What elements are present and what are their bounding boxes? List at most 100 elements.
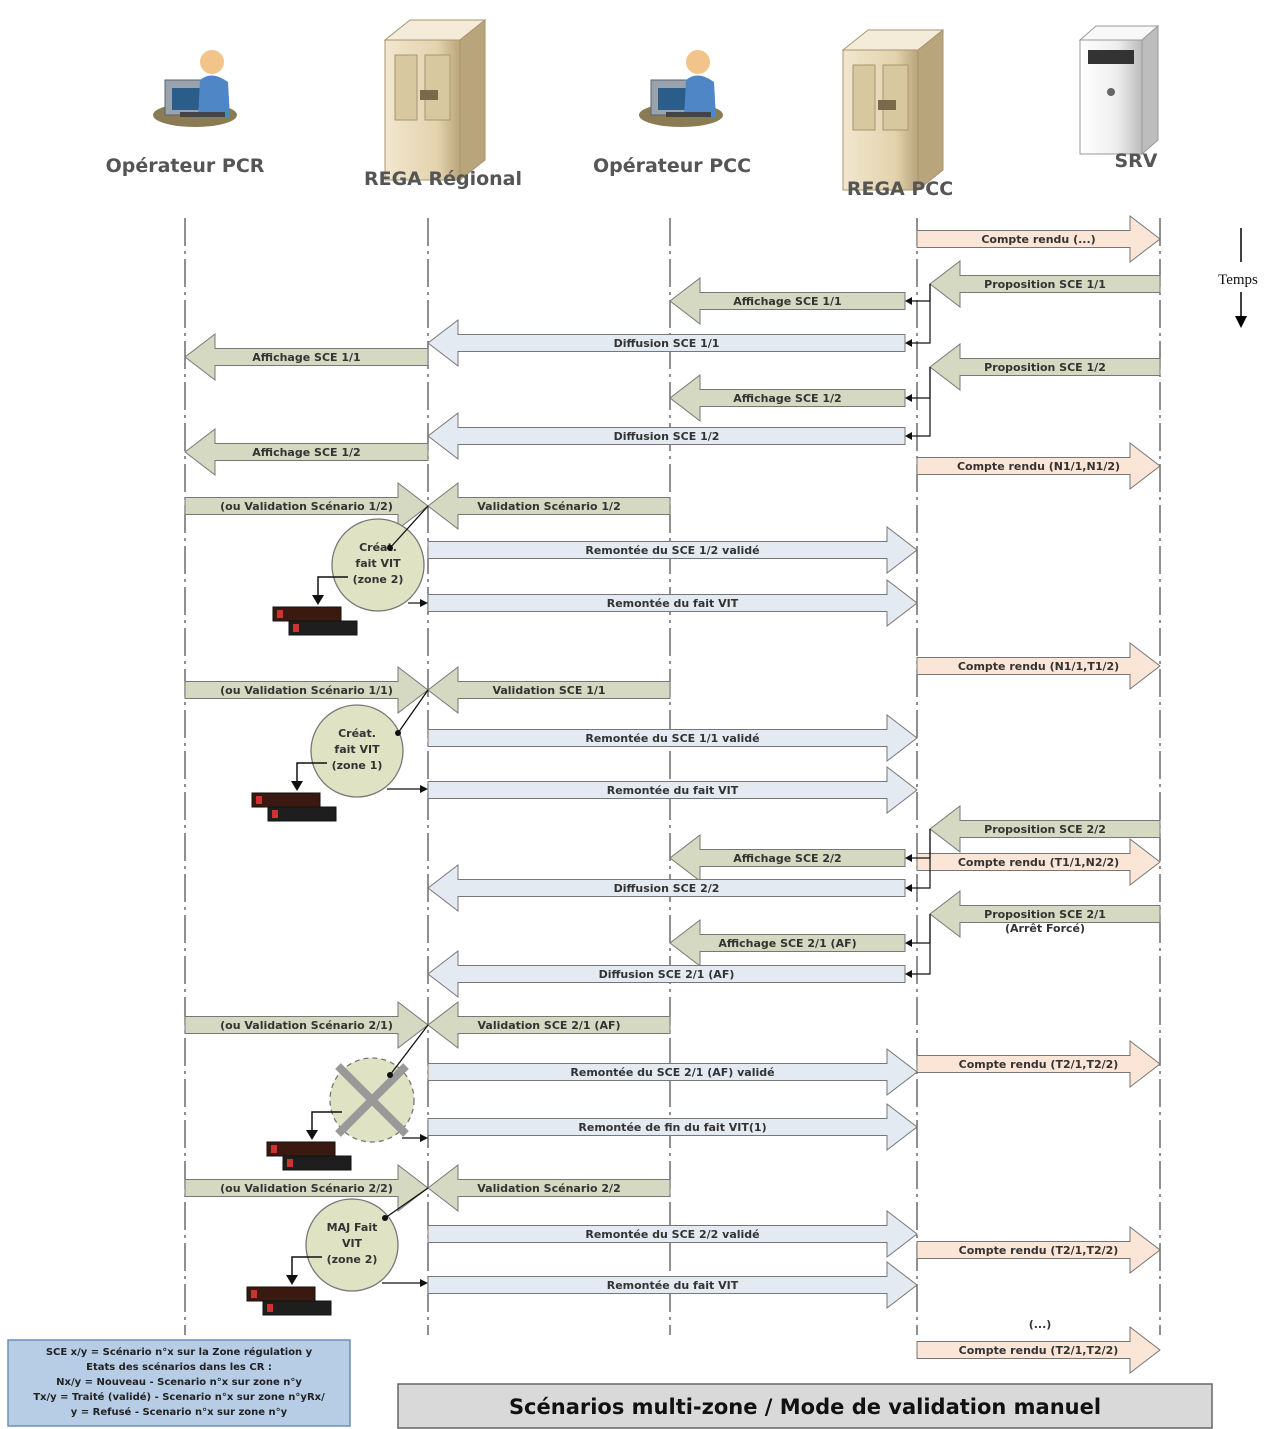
process-circle [305,1198,399,1292]
message-label: Affichage SCE 1/1 [733,295,841,308]
message-label: (ou Validation Scénario 2/1) [220,1019,393,1032]
message-label: Remontée du SCE 2/2 validé [585,1228,759,1241]
led-icon [267,1304,273,1312]
arrow-shape [929,342,1161,392]
arrow-shape [929,889,1161,939]
process-label: fait VIT [334,743,380,756]
arrow-shape [669,373,906,423]
arrow-down-icon [286,1275,298,1285]
message-label: (ou Validation Scénario 1/1) [220,684,393,697]
arrow-shape [427,481,671,531]
connector-head [420,1134,428,1142]
connector-line [397,689,429,734]
arrow-shape [916,1325,1161,1375]
message-label: Diffusion SCE 2/2 [614,882,720,895]
process-label: (zone 1) [332,759,383,772]
message-arrow: Proposition SCE 1/1 [929,259,1161,309]
message-label: Proposition SCE 2/1 [984,908,1106,921]
arrow-shape [929,259,1161,309]
message-arrow: Remontée du SCE 2/1 (AF) validé [427,1047,918,1097]
connector-line [911,367,931,437]
arrow-shape [916,837,1161,887]
message-arrow: Remontée de fin du fait VIT(1) [427,1102,918,1152]
message-arrow: Diffusion SCE 1/1 [427,318,906,368]
connector-line [317,576,348,601]
connector-line [296,762,327,787]
led-icon [277,610,283,618]
message-label: (ou Validation Scénario 1/2) [220,500,393,513]
message-arrow: Validation Scénario 2/2 [427,1163,671,1213]
connector-line [389,505,429,549]
message-label: Compte rendu (T2/1,T2/2) [959,1058,1119,1071]
arrow-shape [427,665,671,715]
server-tower-icon [841,28,945,192]
title-text: Scénarios multi-zone / Mode de validatio… [509,1395,1101,1419]
message-arrow: Compte rendu (N1/1,N1/2) [916,441,1161,491]
arrow-shape [184,1163,429,1213]
process-circle [310,704,404,798]
message-label: Remontée de fin du fait VIT(1) [578,1121,766,1134]
message-arrow: Compte rendu (T2/1,T2/2) [916,1039,1161,1089]
connector-line [311,1111,342,1136]
arrow-shape [427,411,906,461]
message-arrow: Remontée du SCE 2/2 validé [427,1209,918,1259]
arrow-shape [427,1102,918,1152]
message-label: Compte rendu (N1/1,T1/2) [958,660,1119,673]
message-arrow: Affichage SCE 2/1 (AF) [669,918,906,968]
message-label: Proposition SCE 1/1 [984,278,1106,291]
connector-head [905,432,912,440]
arrow-shape [427,949,906,999]
server-tower-icon [383,18,487,182]
message-arrow: Compte rendu (N1/1,T1/2) [916,641,1161,691]
message-arrow: Compte rendu (T2/1,T2/2) [916,1325,1161,1375]
arrow-down-icon [291,781,303,791]
legend-line: y = Refusé - Scenario n°x sur zone n°y [71,1406,288,1418]
message-arrow: Proposition SCE 2/1(Arrêt Forcé) [929,889,1161,939]
arrow-shape [427,318,906,368]
process-label: MAJ Fait [327,1221,378,1234]
ellipsis-label: (...) [1029,1318,1052,1331]
process-label: Créat. [338,727,376,740]
connector-head [905,854,912,862]
actor-name: SRV [1114,150,1157,172]
actor-operateur-pcr: Opérateur PCR [106,50,265,177]
arrow-shape [427,1000,671,1050]
message-arrow: Diffusion SCE 2/1 (AF) [427,949,906,999]
legend-line: Etats des scénarios dans les CR : [86,1361,272,1373]
message-arrow: Affichage SCE 1/2 [184,427,429,477]
connector-head [382,1215,388,1221]
process-label: VIT [342,1237,363,1250]
process-label: Créat. [359,541,397,554]
process-label: (zone 2) [327,1253,378,1266]
arrow-shape [427,765,918,815]
connector-line [911,914,931,975]
arrow-shape [427,713,918,763]
lifelines [184,218,1161,1335]
display-panel-icon [272,606,342,622]
message-label: Compte rendu (...) [981,233,1095,246]
message-label: Compte rendu (T2/1,T2/2) [959,1344,1119,1357]
message-label: (ou Validation Scénario 2/2) [220,1182,393,1195]
display-panel-icon [266,1141,336,1157]
message-label: Remontée du SCE 2/1 (AF) validé [570,1066,774,1079]
led-icon [272,810,278,818]
time-label: Temps [1218,272,1258,288]
connector-line [911,367,931,399]
message-label: (Arrêt Forcé) [1005,922,1085,935]
message-label: Affichage SCE 1/1 [252,351,360,364]
arrow-shape [916,1039,1161,1089]
arrow-shape [427,863,906,913]
cancel-icon [335,1063,409,1137]
arrow-shape [427,578,918,628]
connector-head [905,394,912,402]
connector-head [387,1072,393,1078]
actor-name: REGA PCC [847,178,953,200]
arrow-shape [184,427,429,477]
legend-line: SCE x/y = Scénario n°x sur la Zone régul… [46,1346,313,1358]
message-arrow: Validation Scénario 1/2 [427,481,671,531]
arrow-shape [669,276,906,326]
arrow-shape [427,1163,671,1213]
message-label: Remontée du fait VIT [607,1279,739,1292]
connector-line [384,1187,429,1219]
